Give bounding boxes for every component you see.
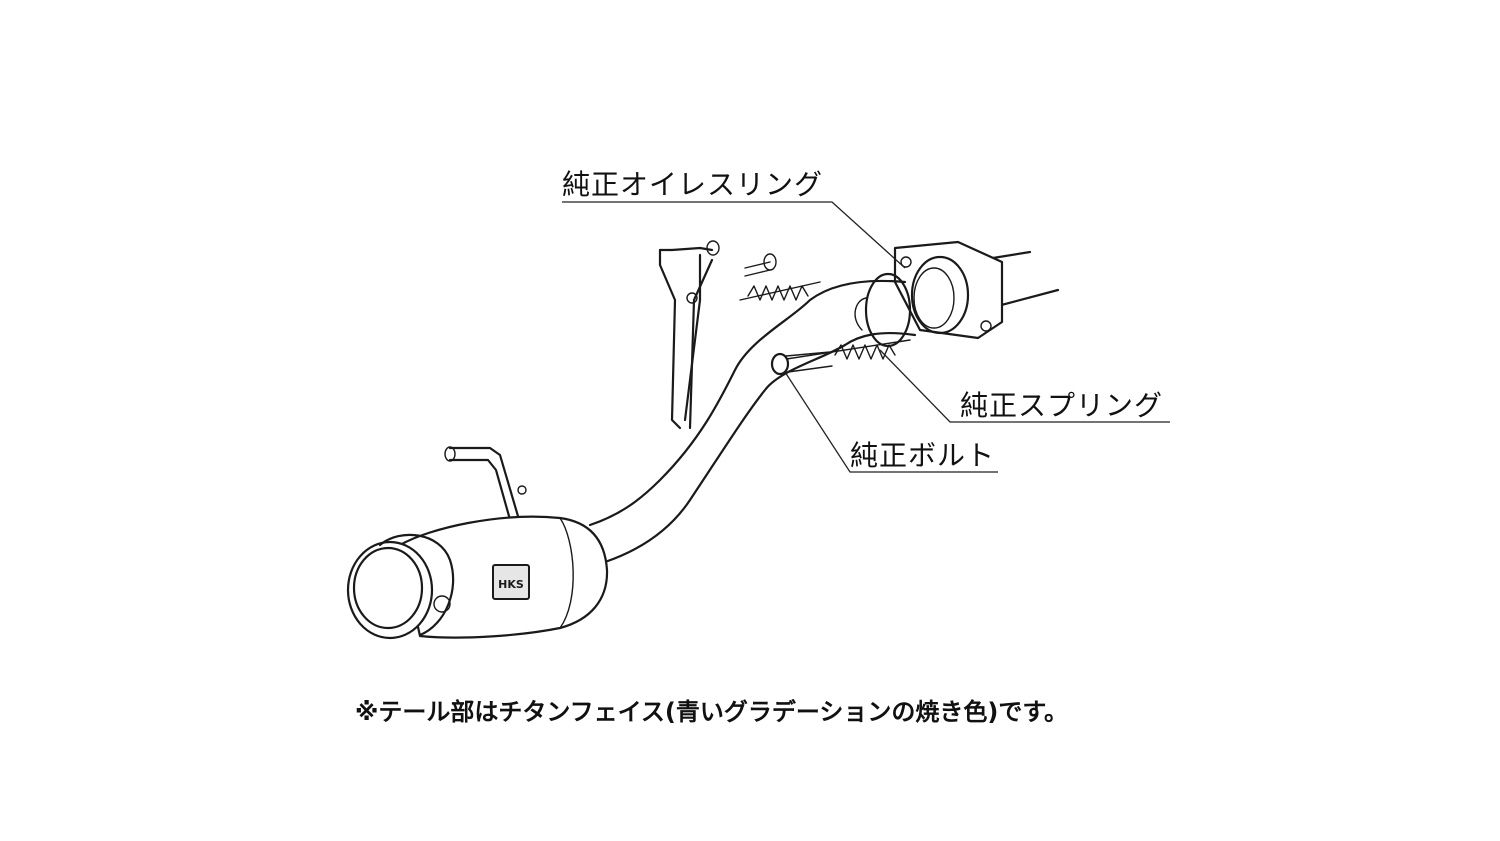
upper-hanger <box>658 240 720 430</box>
callout-stock-spring: 純正スプリング <box>960 389 1164 422</box>
mid-pipe <box>588 272 917 564</box>
brand-logo: HKS <box>498 578 524 591</box>
muffler: HKS <box>398 515 609 639</box>
callout-stock-oiles-ring: 純正オイレスリング <box>562 168 824 201</box>
upper-spring-bolt <box>686 253 821 304</box>
callout-stock-bolt: 純正ボルト <box>850 439 996 472</box>
footnote: ※テール部はチタンフェイス(青いグラデーションの焼き色)です。 <box>355 698 1068 726</box>
stock-flange <box>893 240 1004 340</box>
leader-lines <box>562 201 1170 473</box>
tail-tip <box>346 533 455 640</box>
